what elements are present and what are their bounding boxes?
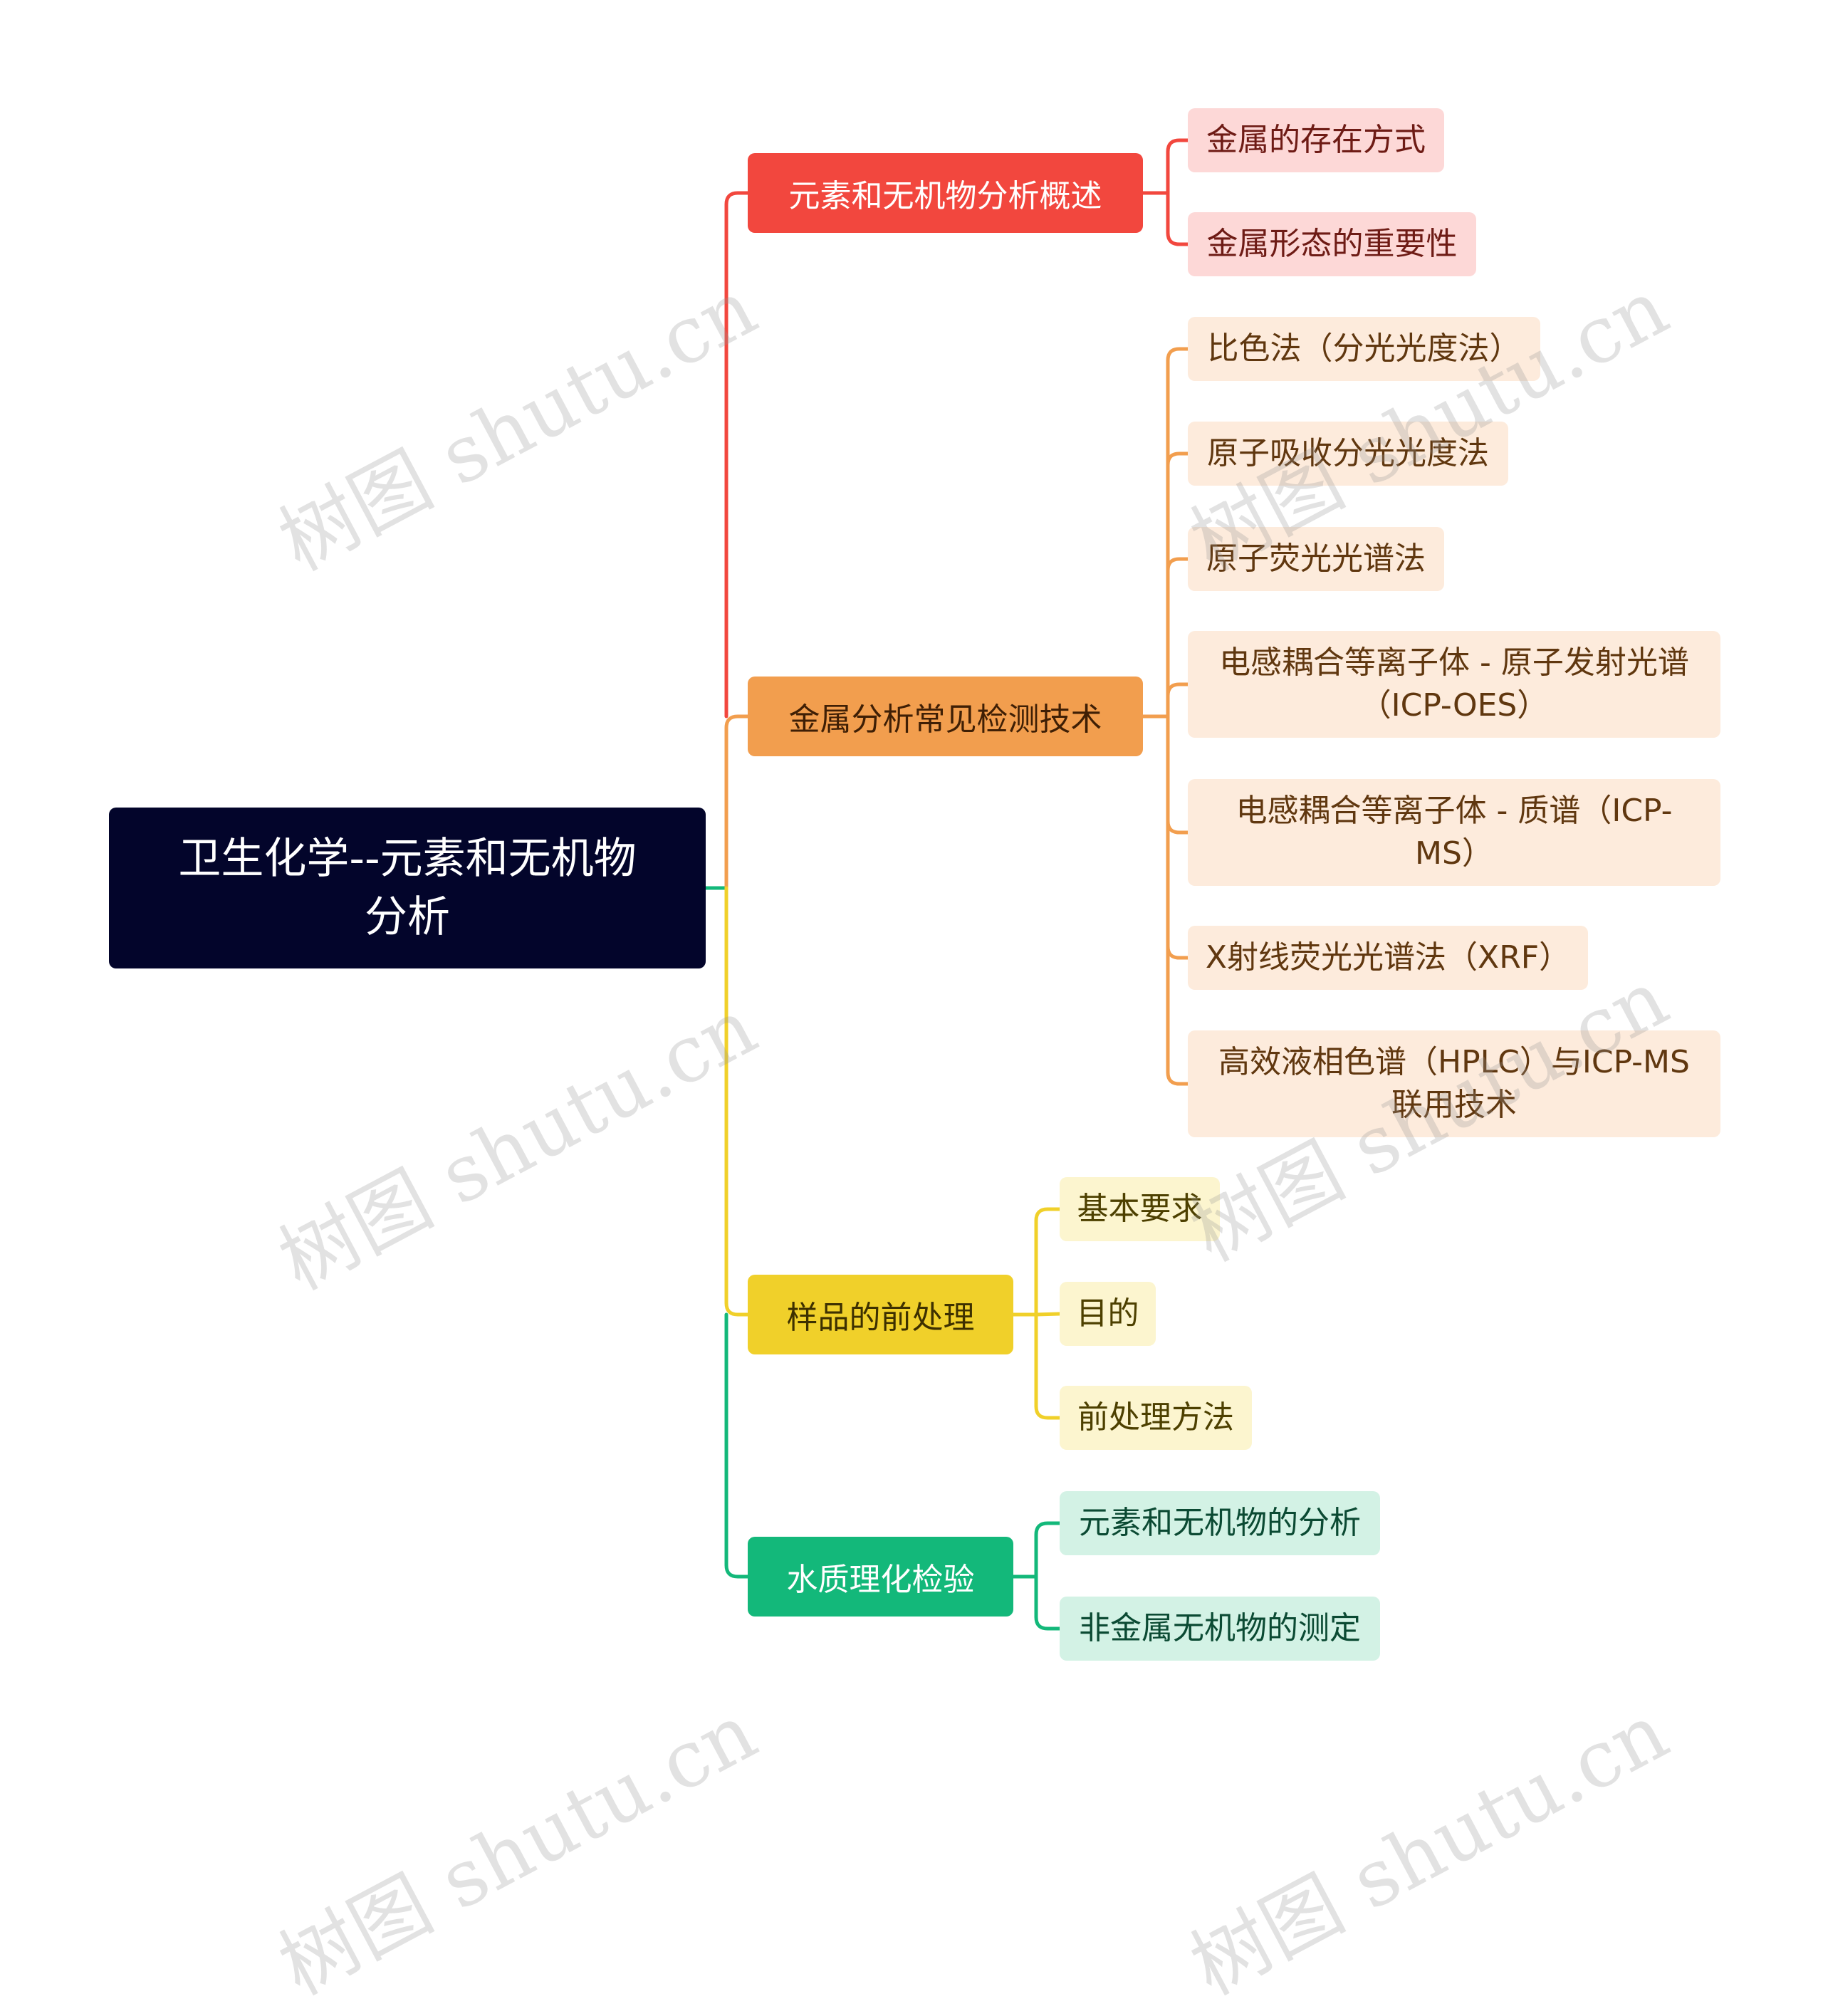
branch-connector bbox=[724, 886, 750, 1317]
leaf-connector bbox=[1166, 682, 1190, 719]
leaf-pretreatment-methods[interactable]: 前处理方法 bbox=[1060, 1386, 1252, 1450]
leaf-label: 基本要求 bbox=[1077, 1191, 1203, 1227]
leaf-connector bbox=[1166, 347, 1190, 719]
leaf-connector bbox=[1034, 1207, 1062, 1317]
branch-detection-techniques[interactable]: 金属分析常见检测技术 bbox=[748, 677, 1143, 756]
leaf-connector bbox=[1166, 714, 1190, 835]
leaf-label: 前处理方法 bbox=[1077, 1399, 1234, 1436]
leaf-nonmetal-determination[interactable]: 非金属无机物的测定 bbox=[1060, 1597, 1380, 1661]
leaf-label: 电感耦合等离子体 - 原子发射光谱 （ICP-OES） bbox=[1219, 644, 1689, 724]
leaf-icp-ms[interactable]: 电感耦合等离子体 - 质谱（ICP- MS） bbox=[1188, 779, 1720, 886]
leaf-label: 比色法（分光光度法） bbox=[1207, 330, 1521, 367]
leaf-label: 高效液相色谱（HPLC）与ICP-MS 联用技术 bbox=[1218, 1044, 1690, 1123]
branch-connector bbox=[724, 191, 750, 719]
leaf-metal-speciation[interactable]: 金属形态的重要性 bbox=[1188, 212, 1476, 276]
leaf-connector bbox=[1034, 1312, 1062, 1420]
branch-water-quality[interactable]: 水质理化检验 bbox=[748, 1537, 1013, 1617]
branch-connector bbox=[724, 714, 750, 890]
leaf-colorimetry[interactable]: 比色法（分光光度法） bbox=[1188, 317, 1540, 381]
leaf-connector bbox=[1034, 1312, 1062, 1317]
leaf-label: 目的 bbox=[1076, 1295, 1139, 1332]
leaf-connector bbox=[1166, 714, 1190, 960]
leaf-purpose[interactable]: 目的 bbox=[1060, 1282, 1156, 1346]
branch-label: 水质理化检验 bbox=[786, 1562, 975, 1598]
leaf-label: 金属的存在方式 bbox=[1206, 122, 1426, 158]
leaf-connector bbox=[1166, 714, 1190, 1086]
leaf-connector bbox=[1034, 1574, 1062, 1631]
leaf-element-analysis[interactable]: 元素和无机物的分析 bbox=[1060, 1491, 1380, 1555]
branch-label: 样品的前处理 bbox=[786, 1300, 975, 1336]
leaf-connector bbox=[1034, 1521, 1062, 1579]
leaf-aas[interactable]: 原子吸收分光光度法 bbox=[1188, 422, 1508, 486]
leaf-connector bbox=[1166, 191, 1190, 246]
leaf-hplc-icp-ms[interactable]: 高效液相色谱（HPLC）与ICP-MS 联用技术 bbox=[1188, 1030, 1720, 1137]
branch-label: 金属分析常见检测技术 bbox=[788, 701, 1102, 738]
leaf-connector bbox=[1166, 451, 1190, 719]
root-node[interactable]: 卫生化学--元素和无机物 分析 bbox=[109, 808, 706, 968]
leaf-metal-existence[interactable]: 金属的存在方式 bbox=[1188, 108, 1444, 172]
leaf-label: 非金属无机物的测定 bbox=[1079, 1610, 1361, 1646]
leaf-xrf[interactable]: X射线荧光光谱法（XRF） bbox=[1188, 926, 1588, 990]
leaf-basic-requirements[interactable]: 基本要求 bbox=[1060, 1177, 1220, 1241]
branch-overview[interactable]: 元素和无机物分析概述 bbox=[748, 153, 1143, 233]
branch-label: 元素和无机物分析概述 bbox=[788, 178, 1102, 214]
branch-connector bbox=[724, 1312, 750, 1579]
leaf-label: 原子荧光光谱法 bbox=[1206, 540, 1426, 577]
leaf-connector bbox=[1166, 557, 1190, 719]
leaf-label: 元素和无机物的分析 bbox=[1079, 1505, 1361, 1541]
leaf-icp-oes[interactable]: 电感耦合等离子体 - 原子发射光谱 （ICP-OES） bbox=[1188, 631, 1720, 738]
leaf-connector bbox=[1166, 138, 1190, 195]
leaf-label: 电感耦合等离子体 - 质谱（ICP- MS） bbox=[1236, 793, 1673, 872]
connector-lines bbox=[704, 138, 1190, 1631]
leaf-label: 金属形态的重要性 bbox=[1206, 226, 1458, 262]
root-title: 卫生化学--元素和无机物 分析 bbox=[178, 834, 637, 942]
leaf-label: X射线荧光光谱法（XRF） bbox=[1205, 939, 1571, 976]
branch-sample-pretreatment[interactable]: 样品的前处理 bbox=[748, 1275, 1013, 1354]
leaf-afs[interactable]: 原子荧光光谱法 bbox=[1188, 527, 1444, 591]
leaf-label: 原子吸收分光光度法 bbox=[1207, 435, 1489, 471]
